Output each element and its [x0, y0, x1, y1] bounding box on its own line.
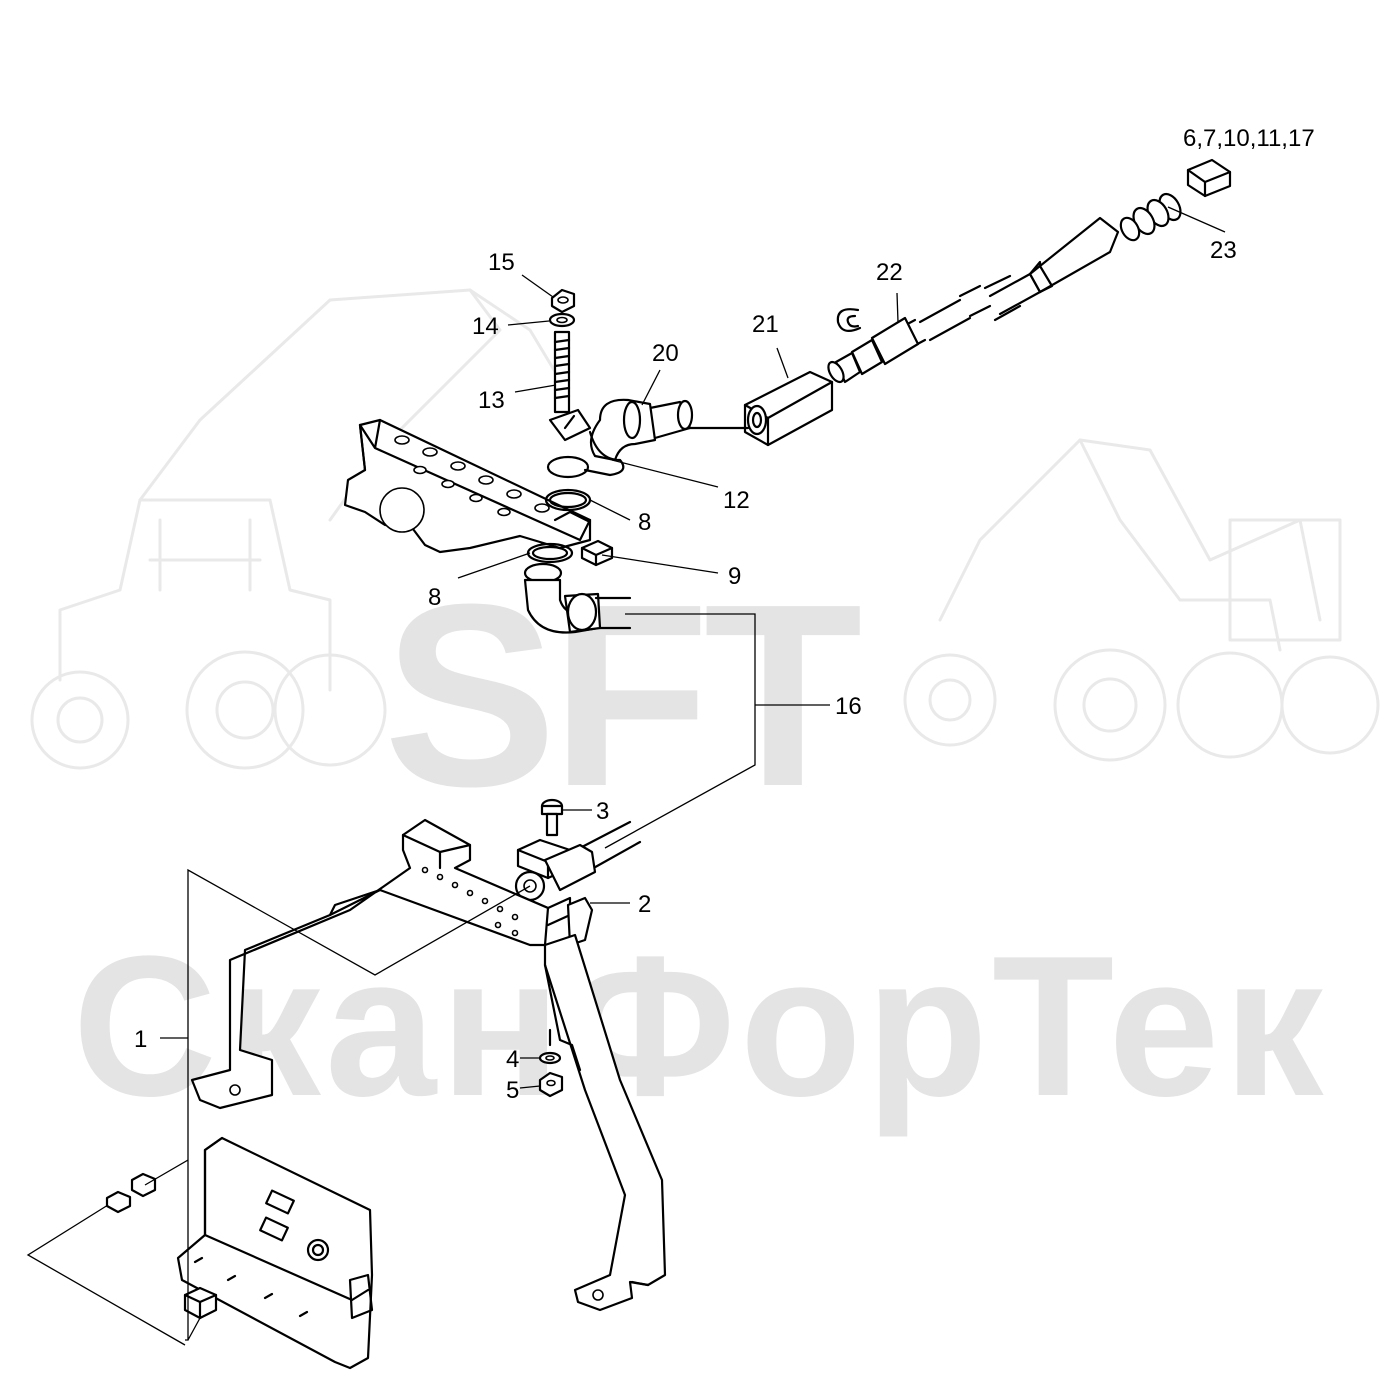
part-hex-coupling-21 [743, 370, 834, 447]
callout-12: 12 [723, 487, 750, 514]
watermark: SFT СканФорТек [30, 288, 1380, 1138]
part-cap-9 [580, 539, 614, 567]
callout-4: 4 [506, 1046, 519, 1073]
part-bolt-3 [540, 798, 564, 837]
part-stud-13 [553, 330, 571, 414]
watermark-logo-text: SFT [383, 551, 862, 841]
callout-8-upper: 8 [638, 509, 651, 536]
part-oring-8-lower [526, 542, 574, 564]
part-nut-5 [538, 1071, 564, 1098]
watermark-company-text: СканФорТек [72, 915, 1327, 1138]
part-elbow-lower [523, 562, 602, 634]
part-washer-14 [548, 312, 576, 328]
callout-2: 2 [638, 891, 651, 918]
callout-1: 1 [134, 1026, 147, 1053]
callout-21: 21 [752, 311, 779, 338]
part-hose-22 [827, 216, 1120, 384]
callout-9: 9 [728, 563, 741, 590]
hose-16-bracket [604, 613, 756, 849]
part-manifold-block [343, 418, 592, 554]
watermark-excavator-right [903, 438, 1380, 762]
callout-8-lower: 8 [428, 584, 441, 611]
callout-20: 20 [652, 340, 679, 367]
callout-3: 3 [596, 798, 609, 825]
part-cap-block [1186, 158, 1232, 198]
part-bracket-frame [190, 818, 667, 1312]
callout-13: 13 [478, 387, 505, 414]
hose-16-ends [594, 596, 632, 630]
leader-lines [160, 206, 1226, 1089]
harness-line-1 [26, 868, 531, 1346]
part-nut-15 [550, 288, 576, 314]
callout-22: 22 [876, 259, 903, 286]
callout-14: 14 [472, 313, 499, 340]
part-connectors [105, 1172, 218, 1320]
callout-16: 16 [835, 693, 862, 720]
callout-23: 23 [1210, 237, 1237, 264]
callout-15: 15 [488, 249, 515, 276]
callout-labels: 6,7,10,11,17 23 22 21 20 15 14 13 12 8 8… [134, 125, 1315, 1104]
callout-5: 5 [506, 1077, 519, 1104]
part-swivel-12 [548, 408, 592, 442]
part-clip [836, 308, 862, 333]
hose-16-lower [578, 820, 642, 872]
part-adapter-23 [1119, 192, 1182, 242]
part-control-unit [176, 1136, 374, 1370]
callout-6-7-10-11-17: 6,7,10,11,17 [1183, 125, 1315, 152]
part-elbow-20 [583, 398, 694, 477]
